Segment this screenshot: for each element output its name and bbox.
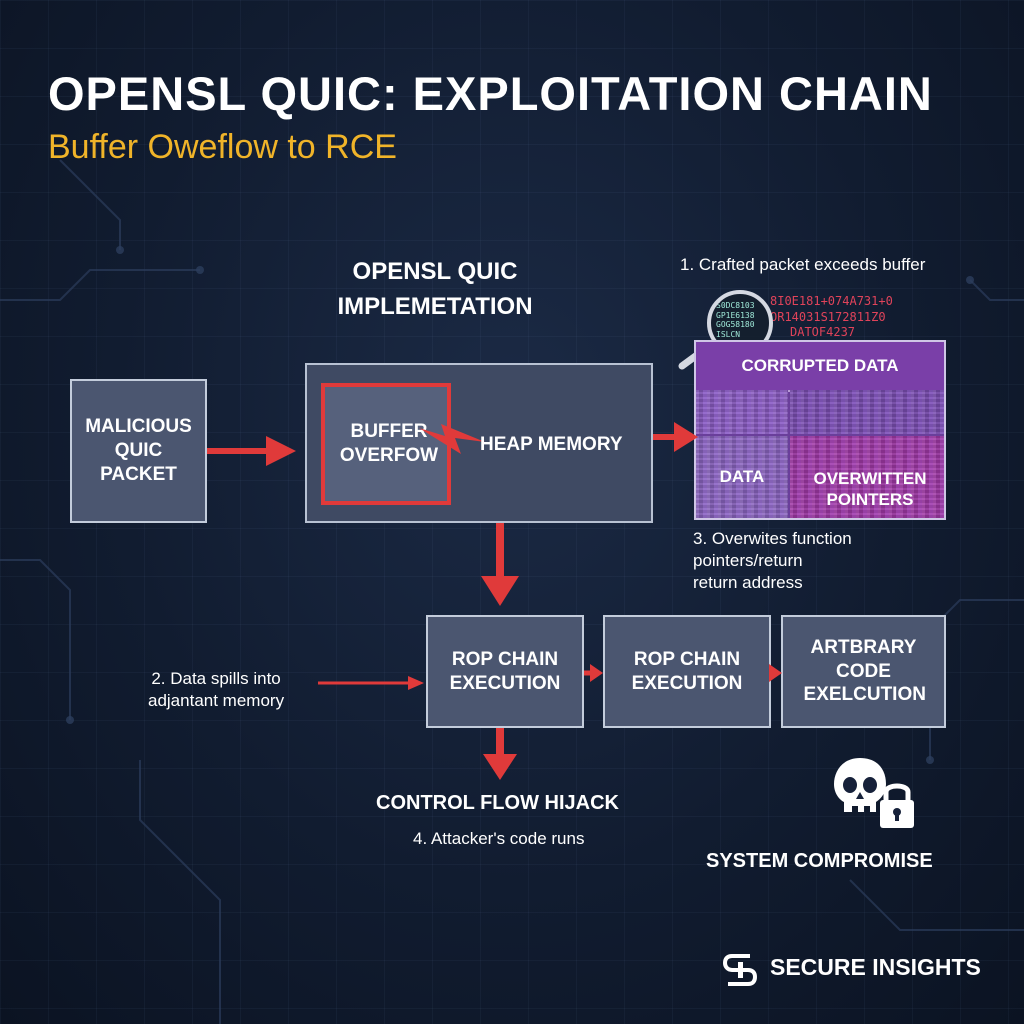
data-label: DATA bbox=[719, 467, 765, 486]
system-compromise-label: SYSTEM COMPROMISE bbox=[706, 850, 933, 872]
malicious-packet-box: MALICIOUS QUIC PACKET bbox=[70, 379, 207, 523]
buffer-overflow-label: BUFFER OVERFOW bbox=[339, 421, 439, 466]
rop-chain-box-2: ROP CHAIN EXECUTION bbox=[603, 615, 771, 728]
step3-line: pointers/return bbox=[693, 551, 803, 571]
memory-cell bbox=[696, 390, 788, 434]
arbitrary-code-label: ARTBRARY CODE EXELCUTION bbox=[803, 636, 926, 706]
page-title: OPENSL QUIC: EXPLOITATION CHAIN bbox=[48, 67, 933, 120]
step3-line: return address bbox=[693, 573, 803, 593]
rop-chain-label: ROP CHAIN EXECUTION bbox=[449, 648, 561, 694]
lens-hex-line: GOG58180 bbox=[716, 320, 755, 330]
memory-cell bbox=[790, 390, 944, 434]
rop-chain-box-1: ROP CHAIN EXECUTION bbox=[426, 615, 584, 728]
rop-chain-label: ROP CHAIN EXECUTION bbox=[631, 648, 743, 694]
heap-memory-label: HEAP MEMORY bbox=[480, 434, 623, 455]
lens-hex-line: S0DC8103 bbox=[716, 301, 755, 310]
secure-insights-logo-icon bbox=[722, 954, 758, 986]
hex-dump: 8I0E181+074A731+0 OR14031S172811Z0 DATOF… bbox=[770, 294, 893, 341]
page-subtitle: Buffer Oweflow to RCE bbox=[48, 128, 397, 166]
lens-hex-line: GP1E6138 bbox=[716, 310, 755, 320]
corrupted-data-label: CORRUPTED DATA bbox=[741, 356, 899, 375]
hex-line: 8I0E181+074A731+0 bbox=[770, 294, 893, 308]
lens-hex-line: ISLCN bbox=[716, 329, 741, 339]
memory-panel: CORRUPTED DATA DATA OVERWITTEN POINTERS bbox=[694, 340, 946, 520]
step3-line: 3. Overwites function bbox=[693, 529, 852, 548]
step3-note: 3. Overwites function pointers/return re… bbox=[693, 528, 852, 594]
brand-name: SECURE INSIGHTS bbox=[770, 954, 981, 980]
overwritten-cell bbox=[790, 436, 944, 518]
hex-line: DATOF4237 bbox=[790, 325, 856, 340]
step2-line: adjantant memory bbox=[148, 691, 285, 711]
corrupted-data-header: CORRUPTED DATA bbox=[696, 342, 944, 392]
overflow-spark-icon bbox=[419, 424, 485, 454]
skull-lock-icon bbox=[834, 758, 914, 828]
data-cell bbox=[696, 436, 788, 518]
overwritten-pointers-label: OVERWITTEN POINTERS bbox=[813, 469, 927, 510]
step4-note: 4. Attacker's code runs bbox=[413, 829, 585, 848]
lens-hex: S0DC8103 GP1E6138 GOG58180 ISLCN bbox=[716, 301, 769, 339]
step1-note: 1. Crafted packet exceeds buffer bbox=[680, 255, 926, 274]
hex-line: OR14031S172811Z0 bbox=[770, 309, 886, 324]
step2-line: 2. Data spills into bbox=[151, 669, 281, 688]
control-flow-label: CONTROL FLOW HIJACK bbox=[376, 792, 619, 814]
arbitrary-code-box: ARTBRARY CODE EXELCUTION bbox=[781, 615, 946, 728]
step2-note: 2. Data spills into adjantant memory bbox=[148, 668, 284, 712]
malicious-packet-label: MALICIOUS QUIC PACKET bbox=[85, 416, 192, 485]
implementation-label: OPENSL QUIC IMPLEMETATION bbox=[337, 258, 533, 320]
